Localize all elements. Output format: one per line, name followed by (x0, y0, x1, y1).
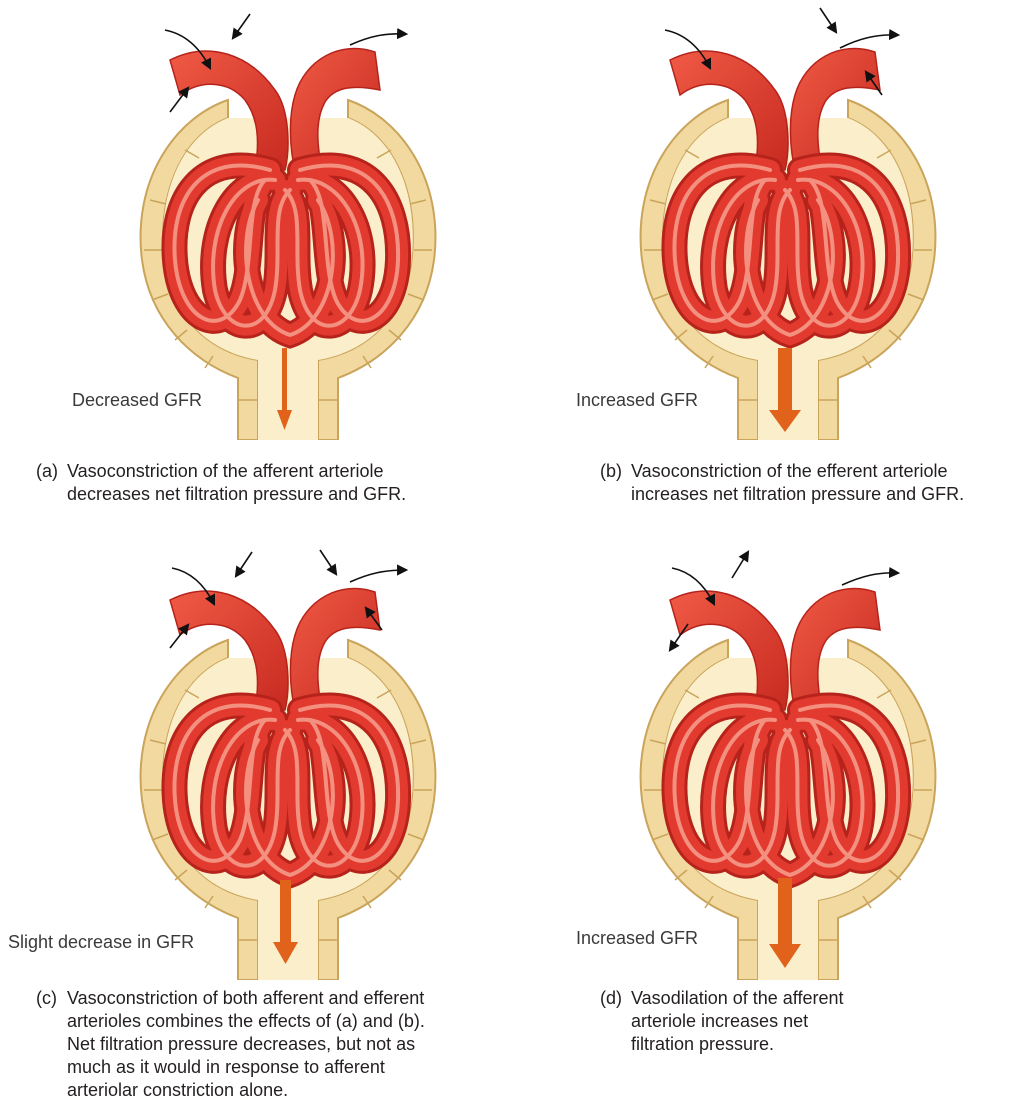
caption-tag: (b) (600, 460, 622, 483)
caption-line: Vasodilation of the afferent (631, 987, 980, 1010)
filtrate-arrow-shaft (778, 348, 792, 410)
caption-tag: (d) (600, 987, 622, 1010)
panel-d: Increased GFR (d) Vasodilation of the af… (500, 540, 1008, 1090)
caption-tag: (a) (36, 460, 58, 483)
caption: (c) Vasoconstriction of both afferent an… (36, 987, 506, 1102)
panel-a: Decreased GFR (a) Vasoconstriction of th… (0, 0, 508, 550)
caption-line: decreases net filtration pressure and GF… (67, 483, 496, 506)
glomerulus-illustration (500, 0, 1008, 440)
gfr-label: Increased GFR (576, 390, 698, 411)
caption-line: arterioles combines the effects of (a) a… (67, 1010, 506, 1033)
filtrate-arrow-shaft (282, 348, 287, 410)
gfr-label: Slight decrease in GFR (8, 932, 194, 953)
caption-line: Vasoconstriction of the afferent arterio… (67, 460, 496, 483)
glomerulus-illustration (0, 0, 508, 440)
caption-line: much as it would in response to afferent (67, 1056, 506, 1079)
panel-c: Slight decrease in GFR (c) Vasoconstrict… (0, 540, 508, 1090)
caption-line: Net filtration pressure decreases, but n… (67, 1033, 506, 1056)
gfr-label: Increased GFR (576, 928, 698, 949)
panel-b: Increased GFR (b) Vasoconstriction of th… (500, 0, 1008, 550)
caption: (d) Vasodilation of the afferent arterio… (600, 987, 980, 1056)
caption-line: Vasoconstriction of both afferent and ef… (67, 987, 506, 1010)
glomerulus-illustration (0, 540, 508, 980)
filtrate-arrow-shaft (280, 880, 291, 942)
filtrate-arrow-shaft (778, 878, 792, 944)
caption-line: increases net filtration pressure and GF… (631, 483, 1017, 506)
caption-line: Vasoconstriction of the efferent arterio… (631, 460, 1017, 483)
glomerulus-illustration (500, 540, 1008, 980)
caption-tag: (c) (36, 987, 57, 1010)
gfr-label: Decreased GFR (72, 390, 202, 411)
caption-line: arteriole increases net (631, 1010, 980, 1033)
caption: (b) Vasoconstriction of the efferent art… (600, 460, 1017, 506)
caption: (a) Vasoconstriction of the afferent art… (36, 460, 496, 506)
caption-line: arteriolar constriction alone. (67, 1079, 506, 1102)
caption-line: filtration pressure. (631, 1033, 980, 1056)
